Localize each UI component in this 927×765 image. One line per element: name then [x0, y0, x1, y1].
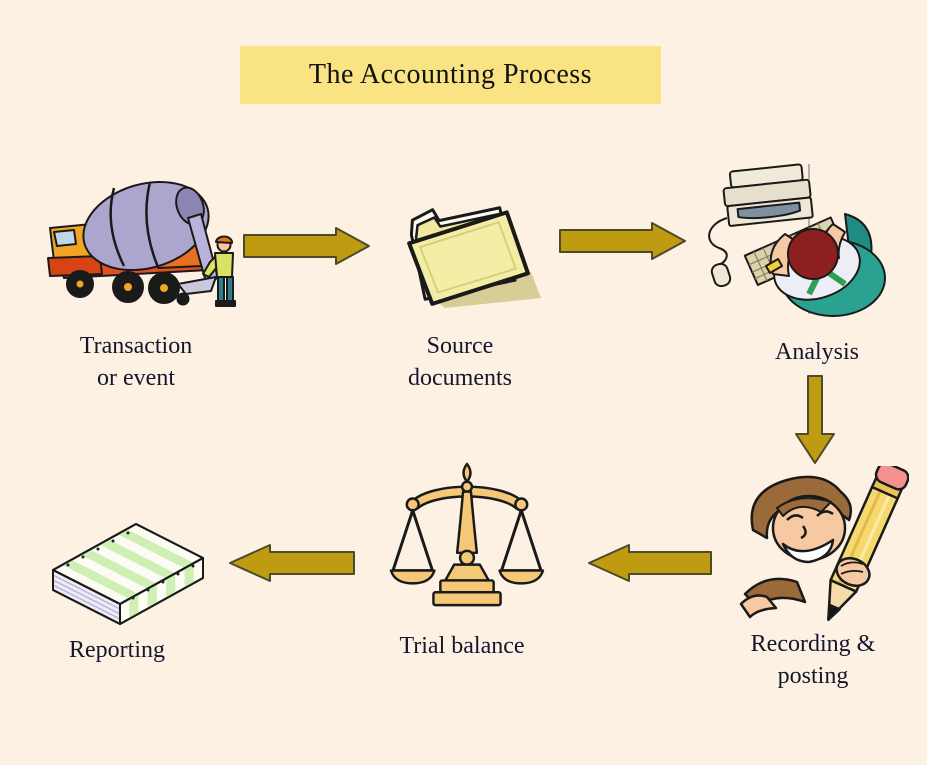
step-label-line: Source: [426, 333, 494, 359]
balance-scale-icon: [388, 462, 546, 614]
step-label-transaction: Transaction or event: [36, 330, 236, 394]
step-label-line: Trial balance: [399, 633, 525, 659]
step-label-trial-balance: Trial balance: [362, 630, 562, 662]
flow-arrow-source-to-analysis: [558, 221, 688, 261]
step-label-source-documents: Source documents: [360, 330, 560, 394]
flow-arrow-trial-to-reporting: [226, 543, 356, 583]
flow-arrow-transaction-to-source: [242, 226, 372, 266]
step-label-line: Analysis: [775, 339, 859, 365]
step-label-line: or event: [97, 365, 175, 391]
flow-arrow-analysis-to-recording: [794, 374, 836, 466]
step-label-line: documents: [408, 365, 512, 391]
step-label-line: posting: [777, 663, 849, 689]
title-banner: The Accounting Process: [240, 46, 661, 104]
writing-pencil-icon: [737, 466, 909, 626]
step-label-recording-posting: Recording & posting: [713, 628, 913, 692]
computer-user-icon: [697, 162, 887, 324]
page-title: The Accounting Process: [308, 59, 593, 90]
step-label-line: Reporting: [69, 637, 165, 663]
report-stack-icon: [38, 512, 208, 627]
folder-icon: [383, 186, 543, 331]
step-label-line: Transaction: [79, 333, 193, 359]
step-label-line: Recording &: [750, 631, 876, 657]
step-label-analysis: Analysis: [717, 336, 917, 368]
cement-truck-icon: [40, 166, 240, 318]
step-label-reporting: Reporting: [17, 634, 217, 666]
flow-arrow-recording-to-trial: [585, 543, 713, 583]
